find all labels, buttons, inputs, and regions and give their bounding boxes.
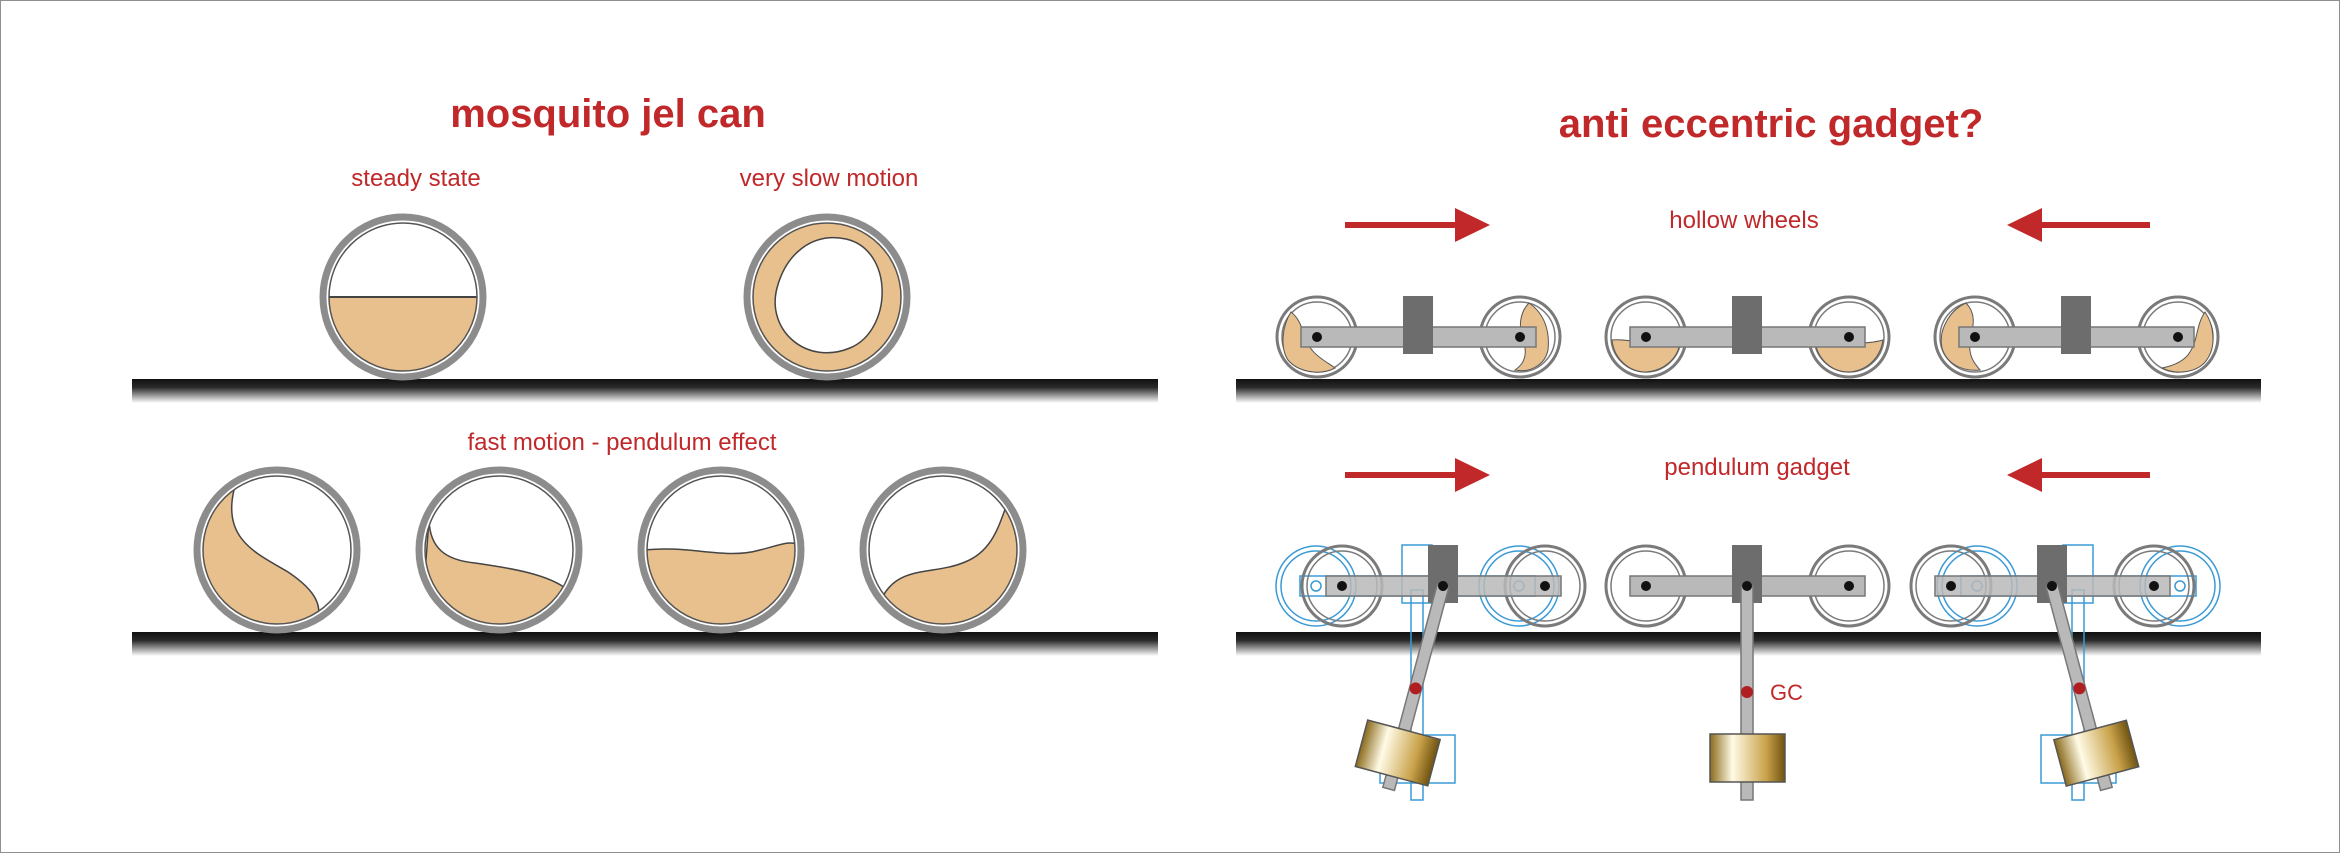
label-fast-motion: fast motion - pendulum effect — [467, 429, 776, 456]
floor-top-left — [132, 379, 1158, 403]
label-hollow-wheels: hollow wheels — [1669, 207, 1818, 234]
can-very-slow-motion — [743, 213, 911, 381]
right-title: anti eccentric gadget? — [1559, 102, 1984, 146]
cart-pendulum-2 — [1604, 544, 1891, 801]
can-fast-motion-1 — [193, 466, 361, 634]
arrow-left-icon — [2007, 208, 2150, 242]
arrow-right-icon — [1345, 458, 1490, 492]
cart-pendulum-3 — [1909, 544, 2221, 801]
arrow-right-icon — [1345, 208, 1490, 242]
cart-pendulum-1 — [1275, 544, 1587, 801]
cart-hollow-2 — [1604, 295, 1891, 379]
label-gc: GC — [1770, 680, 1803, 705]
can-steady-state — [319, 213, 487, 381]
cart-hollow-3 — [1933, 295, 2220, 379]
can-fast-motion-2 — [415, 466, 583, 634]
label-pendulum-gadget: pendulum gadget — [1664, 454, 1850, 481]
label-very-slow-motion: very slow motion — [740, 165, 919, 192]
can-fast-motion-4 — [859, 466, 1027, 634]
floor-top-right — [1236, 379, 2261, 403]
left-title: mosquito jel can — [450, 92, 766, 136]
floor-bottom-left — [132, 632, 1158, 656]
can-fast-motion-3 — [637, 466, 805, 634]
arrow-left-icon — [2007, 458, 2150, 492]
cart-hollow-1 — [1275, 295, 1562, 379]
label-steady-state: steady state — [351, 165, 480, 192]
